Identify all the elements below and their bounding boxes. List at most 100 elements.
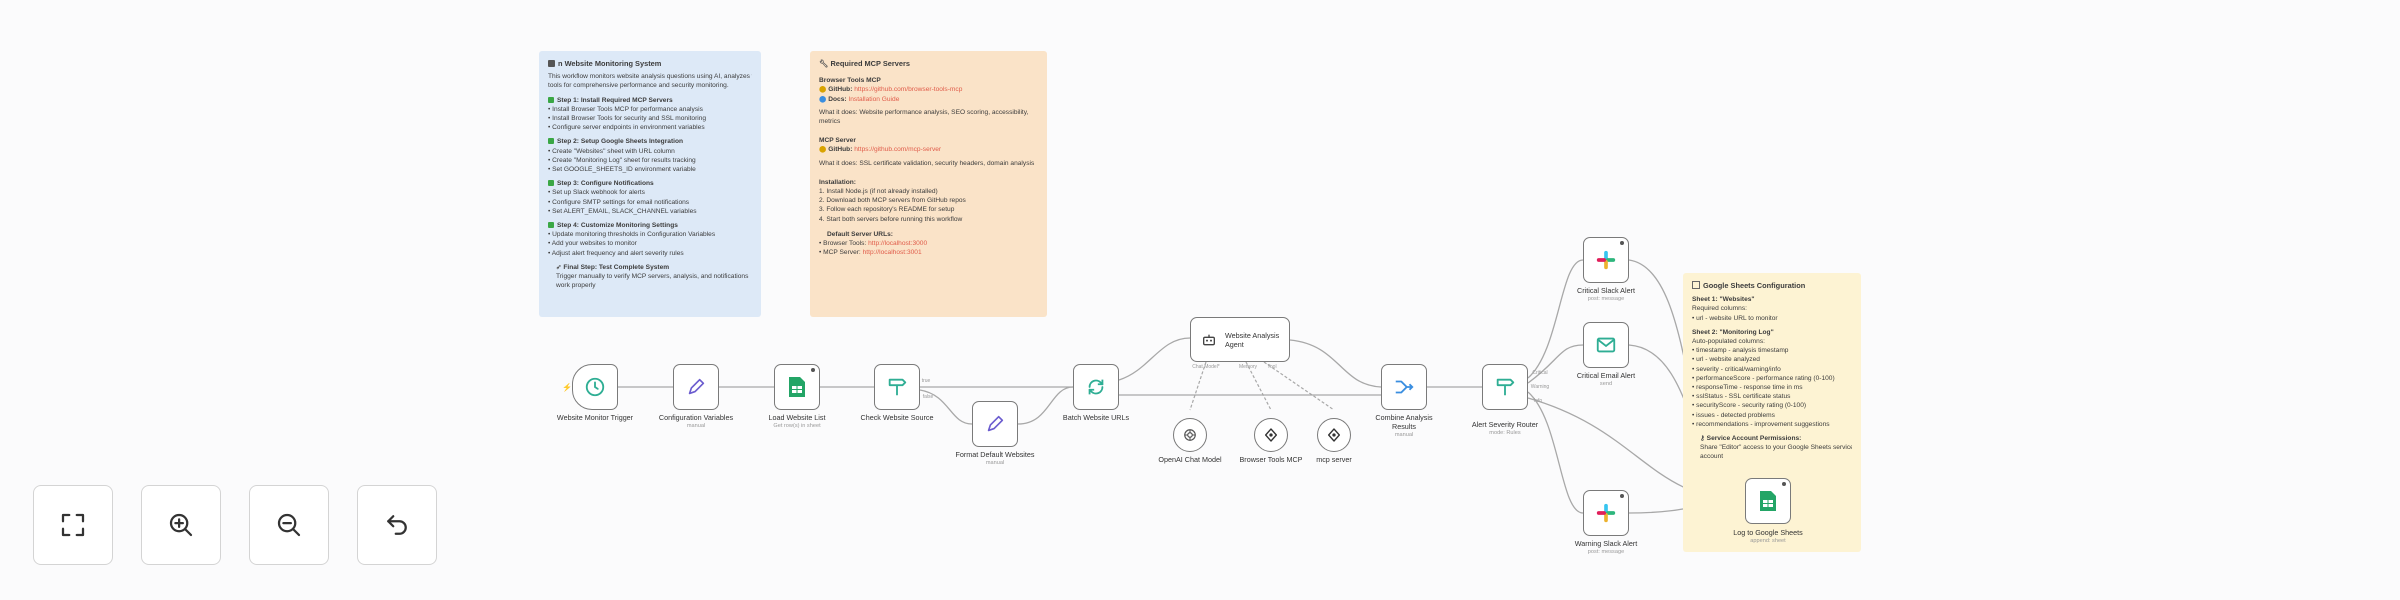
setup-instructions-note[interactable]: n Website Monitoring System This workflo… [539, 51, 761, 317]
note-text: issues - detected problems [1696, 411, 1775, 419]
wire-fallback-batch [1017, 386, 1074, 425]
zoom-out-icon [277, 513, 301, 537]
zoom-in-icon [169, 513, 193, 537]
clock-icon [585, 377, 605, 397]
note-step-title: Step 2: Setup Google Sheets Integration [557, 138, 684, 146]
wire-check-fallback [919, 389, 973, 425]
node-status-dot [1620, 241, 1624, 245]
undo-icon [387, 515, 407, 535]
note-step-title: Sheet 1: "Websites" [1692, 296, 1755, 304]
edge-label-false: false [922, 394, 934, 400]
node-combine-analysis-results[interactable] [1381, 364, 1427, 410]
note-link[interactable]: https://github.com/browser-tools-mcp [854, 86, 963, 94]
note-text: work properly [556, 282, 596, 290]
note-text: GitHub: [828, 146, 853, 154]
node-format-default-websites[interactable] [972, 401, 1018, 447]
note-text: Set up Slack webhook for alerts [552, 189, 645, 197]
google-sheets-icon [789, 377, 805, 397]
mcp-servers-note[interactable]: 🔧︎ Required MCP Servers Browser Tools MC… [810, 51, 1047, 317]
note-text: Required columns: [1692, 305, 1747, 313]
node-configuration-variables[interactable] [673, 364, 719, 410]
wrench-icon: 🔧︎ [819, 59, 831, 68]
node-subtitle: mode: Rules [1489, 430, 1521, 436]
slack-icon [1596, 503, 1616, 523]
check-icon [548, 222, 554, 229]
note-text: 2. Download both MCP servers from GitHub… [819, 197, 966, 205]
note-text: What it does: Website performance analys… [819, 108, 1029, 116]
note-link[interactable]: http://localhost:3000 [868, 240, 928, 248]
note-step-title: MCP Server [819, 137, 856, 145]
note-step-title: Step 4: Customize Monitoring Settings [557, 222, 678, 230]
google-sheets-icon [1760, 491, 1776, 511]
node-label-line1: Combine Analysis [1375, 413, 1433, 422]
wire-batch-agent [1118, 337, 1191, 381]
note-text: Update monitoring thresholds in Configur… [552, 231, 716, 239]
note-text: Adjust alert frequency and alert severit… [551, 249, 684, 257]
edge-label-true: true [921, 378, 931, 384]
sheet-icon [1692, 281, 1700, 289]
openai-icon [1184, 429, 1196, 441]
note-text: securityScore - security rating (0-100) [1696, 402, 1807, 410]
note-text: 3. Follow each repository's README for s… [819, 206, 955, 214]
note-text: Create "Monitoring Log" sheet for result… [552, 156, 696, 164]
note-text: Install Browser Tools for security and S… [552, 115, 707, 123]
note-text: metrics [819, 118, 841, 126]
reset-zoom-button[interactable] [357, 485, 437, 565]
node-critical-email-alert[interactable] [1583, 322, 1629, 368]
note-step-title: Default Server URLs: [827, 230, 893, 238]
node-browser-tools-mcp[interactable] [1254, 418, 1288, 452]
note-text: This workflow monitors website analysis … [548, 73, 752, 81]
note-title: Required MCP Servers [830, 59, 910, 68]
note-text: account [1700, 453, 1724, 461]
note-text: sslStatus - SSL certificate status [1696, 393, 1791, 401]
fit-view-button[interactable] [33, 485, 113, 565]
note-text: Trigger manually to verify MCP servers, … [556, 273, 749, 281]
note-link[interactable]: https://github.com/mcp-server [854, 146, 942, 154]
zoom-in-button[interactable] [141, 485, 221, 565]
note-link[interactable]: Installation Guide [848, 95, 900, 103]
pencil-icon [688, 378, 705, 395]
note-text: Install Browser Tools MCP for performanc… [552, 105, 703, 113]
node-subtitle: Get row(s) in sheet [773, 423, 821, 429]
note-text: tools for comprehensive performance and … [548, 82, 729, 90]
node-status-dot [1782, 482, 1786, 486]
wire-agent-combine [1289, 339, 1382, 388]
note-text: recommendations - improvement suggestion… [1696, 420, 1830, 428]
rocket-icon: ➶ [556, 263, 564, 271]
zoom-out-button[interactable] [249, 485, 329, 565]
node-label: OpenAI Chat Model [1158, 455, 1222, 464]
node-label: Batch Website URLs [1062, 413, 1130, 422]
note-title: n Website Monitoring System [558, 59, 662, 68]
node-alert-severity-router[interactable] [1482, 364, 1528, 410]
agent-port-memory: Memory [1238, 364, 1258, 370]
note-text: Share "Editor" access to your Google She… [1700, 444, 1852, 452]
note-link[interactable]: http://localhost:3001 [862, 249, 922, 257]
note-text: responseTime - response time in ms [1696, 384, 1803, 392]
node-subtitle: post: message [1587, 549, 1625, 555]
node-label: Critical Slack Alert [1577, 286, 1635, 295]
agent-port-tool: Tool [1267, 364, 1277, 370]
note-step-title: Browser Tools MCP [819, 77, 881, 85]
note-text: Browser Tools: [823, 240, 867, 248]
node-label: Warning Slack Alert [1574, 539, 1638, 548]
node-label: Load Website List [768, 413, 826, 422]
wire-openai-agent [1189, 361, 1207, 411]
node-mcp-server[interactable] [1317, 418, 1351, 452]
node-website-monitor-trigger[interactable] [572, 364, 618, 410]
note-text: Add your websites to monitor [551, 240, 637, 248]
node-label-line2: Results [1392, 422, 1416, 431]
node-batch-website-urls[interactable] [1073, 364, 1119, 410]
node-openai-chat-model[interactable] [1173, 418, 1207, 452]
agent-label-line2: Agent [1225, 339, 1244, 349]
key-icon: ⚷ [1700, 435, 1707, 443]
house-icon [548, 60, 555, 67]
note-text: MCP Server: [823, 249, 861, 257]
agent-label-line1: Website Analysis [1225, 330, 1280, 340]
wire-router-email-crit [1527, 344, 1584, 384]
node-label: Critical Email Alert [1576, 371, 1636, 380]
node-label: Configuration Variables [658, 413, 734, 422]
node-check-website-source[interactable] [874, 364, 920, 410]
note-text: 1. Install Node.js (if not already insta… [819, 188, 938, 196]
mcp-icon [1265, 428, 1277, 442]
